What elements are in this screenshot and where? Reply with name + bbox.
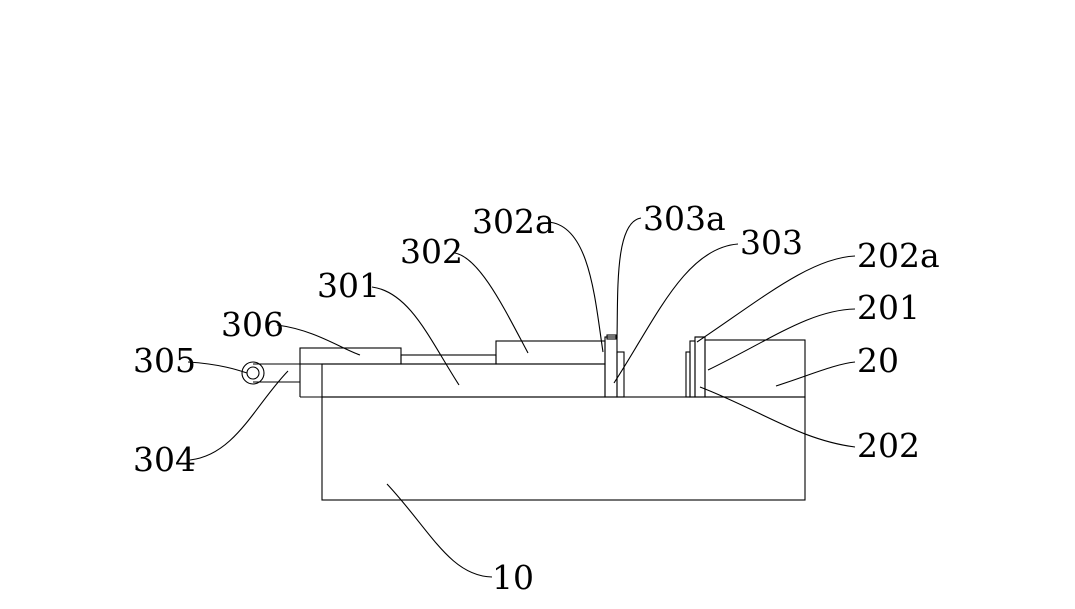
leader-304 [189, 370, 289, 461]
label-302a: 302a [472, 202, 555, 241]
block-302 [495, 340, 606, 365]
leader-302 [454, 252, 529, 354]
label-202a: 202a [857, 236, 940, 275]
leader-303 [613, 243, 739, 384]
label-301: 301 [317, 266, 380, 305]
label-303a: 303a [643, 199, 726, 238]
label-20: 20 [857, 341, 899, 380]
plate-303 [604, 336, 625, 398]
label-10: 10 [492, 558, 534, 597]
handle-304 [253, 363, 300, 383]
leader-306 [276, 324, 361, 356]
label-201: 201 [857, 288, 920, 327]
label-303: 303 [740, 223, 803, 262]
label-202: 202 [857, 426, 920, 465]
leader-301 [371, 286, 460, 386]
label-302: 302 [400, 232, 463, 271]
leader-20 [775, 361, 856, 387]
rod-302a [400, 354, 497, 365]
reference-labels: 10 20 201 202 202a 301 302 302a 303 303a… [133, 199, 940, 597]
leader-302a [547, 221, 604, 353]
leader-305 [187, 361, 248, 374]
label-304: 304 [133, 440, 196, 479]
leader-303a [616, 217, 642, 339]
leader-202a [696, 255, 856, 343]
label-305: 305 [133, 341, 196, 380]
plate-202 [685, 340, 696, 398]
label-306: 306 [221, 305, 284, 344]
base-10 [321, 396, 806, 501]
slide-plate-301 [321, 363, 606, 398]
leader-lines [187, 217, 856, 578]
cylinder-306 [299, 347, 402, 398]
block-20 [704, 339, 806, 398]
tab-303a [606, 334, 617, 340]
leader-10 [386, 483, 493, 578]
leader-202 [699, 386, 856, 448]
leader-201 [707, 308, 856, 371]
